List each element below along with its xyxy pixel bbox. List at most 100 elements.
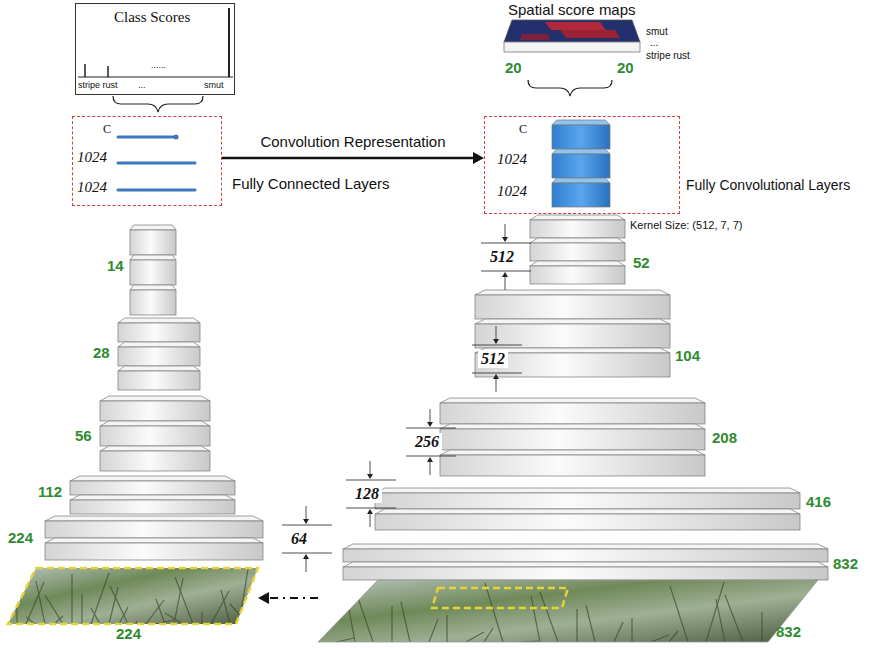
grass-blade [669, 631, 678, 642]
channel-count: 64 [288, 530, 310, 548]
class-name: stripe rust [78, 81, 118, 91]
layer-top [118, 366, 200, 371]
layer-top [552, 120, 610, 125]
class-score-chart [78, 8, 233, 77]
layer-top [440, 398, 705, 403]
layer-slab [440, 429, 705, 450]
dimension-arrow [306, 506, 307, 521]
dimension-line [472, 345, 522, 346]
grass-blade [91, 608, 100, 624]
layer-slab [130, 290, 176, 315]
grass-blade [91, 573, 109, 624]
grass-blade [26, 582, 44, 624]
grass-blade [81, 594, 82, 624]
channel-count: 512 [487, 248, 517, 266]
grass-blade [446, 615, 447, 642]
grass-blade [211, 591, 229, 624]
grass-blade [71, 574, 72, 624]
conv-cube [552, 183, 610, 207]
ellipsis: ... [138, 81, 146, 91]
grass-blade [576, 609, 577, 642]
layer-slab [100, 451, 210, 471]
grass-blade [761, 612, 762, 642]
dimension-line [406, 428, 456, 429]
crop-box [432, 588, 568, 608]
layer-top [475, 290, 670, 295]
grass-blade [201, 612, 202, 624]
grass-blade [485, 583, 503, 642]
grass-blade [109, 587, 118, 624]
layer-top [375, 509, 800, 514]
layer-slab [118, 323, 200, 342]
layer-top [70, 495, 235, 500]
connector-line [269, 597, 318, 599]
grass-blade [239, 569, 248, 624]
image-size: 224 [116, 626, 141, 643]
layer-slab [343, 549, 828, 562]
layer-size: 1024 [77, 179, 107, 196]
grass-texture [300, 580, 808, 642]
grass-blade [165, 613, 183, 624]
layer-slab [118, 371, 200, 390]
feature-size: 832 [833, 556, 858, 573]
layer-slab [530, 220, 625, 238]
layer-slab [130, 260, 176, 285]
image-size: 832 [776, 624, 801, 641]
arrowhead [427, 422, 433, 427]
layer-top [343, 562, 828, 567]
feature-size: 416 [806, 494, 831, 511]
grass-blade [346, 593, 355, 642]
layer-size: 1024 [497, 183, 527, 200]
layer-slab [375, 493, 800, 509]
layer-slab [530, 243, 625, 261]
class-name: smut [646, 26, 668, 37]
kernel-note: Kernel Size: (512, 7, 7) [630, 219, 743, 231]
connector [258, 592, 318, 604]
fc-layer-lines [118, 137, 195, 190]
layer-slab [118, 347, 200, 366]
dimension-line [481, 271, 531, 272]
channel-count: 512 [478, 350, 508, 368]
grass-texture [0, 568, 248, 624]
input-image-224: 224 [8, 568, 258, 624]
dimension-arrow [430, 460, 431, 475]
map-size: 20 [617, 60, 634, 77]
layer-top [118, 318, 200, 323]
grass-blade [230, 604, 248, 624]
layer-top [440, 424, 705, 429]
layer-top [530, 238, 625, 243]
layer-slab [70, 500, 235, 514]
dimension-arrow [370, 512, 371, 527]
grass-blade [531, 596, 540, 642]
class-name: stripe rust [646, 50, 690, 61]
layer-slab [440, 455, 705, 476]
layer-top [100, 396, 210, 401]
layer-size: C [103, 123, 111, 136]
feature-size: 56 [75, 428, 92, 445]
grass-blade [586, 605, 595, 642]
map-size: 20 [505, 60, 522, 77]
dimension-arrow [370, 461, 371, 476]
dimension-line [481, 243, 531, 244]
dimension-line [346, 508, 396, 509]
grass-blade [631, 618, 632, 642]
feature-size: 224 [8, 530, 33, 547]
layer-top [100, 446, 210, 451]
photo-fill [318, 580, 818, 642]
layer-size: C [519, 123, 527, 136]
grass-blade [221, 590, 230, 624]
ellipsis: ...... [151, 61, 166, 71]
layer-slab [45, 543, 263, 560]
brace [528, 80, 612, 96]
grass-blade [651, 635, 669, 642]
grass-blade [466, 632, 484, 642]
layer-top [118, 342, 200, 347]
grass-blade [401, 602, 410, 642]
layer-slab [343, 567, 828, 580]
layer-top [130, 285, 176, 290]
grass-blade [146, 600, 164, 624]
layer-slab [100, 401, 210, 421]
arrowhead [493, 374, 499, 379]
grass-blade [45, 595, 63, 624]
